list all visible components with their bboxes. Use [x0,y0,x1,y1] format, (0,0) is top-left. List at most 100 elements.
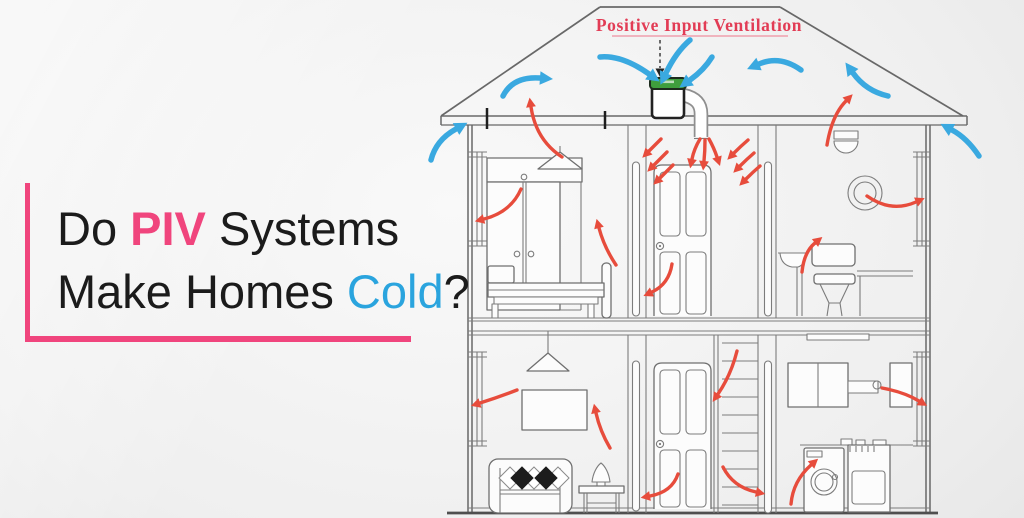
circulation-arrow-icon [789,463,813,506]
hanger-icon [537,151,583,170]
circulation-arrowhead-icon [842,94,853,105]
circulation-arrowhead-icon [914,197,925,207]
circulation-arrowhead-icon [640,491,651,501]
circulation-arrow-icon [721,465,758,494]
circulation-arrow-icon [478,388,519,405]
intake-arrowhead-icon [539,71,553,85]
circulation-arrowhead-icon [647,161,658,172]
bedroom [486,146,612,319]
circulation-arrowhead-icon [811,236,823,247]
intake-arrowhead-icon [845,62,859,77]
circulation-arrowhead-icon [727,149,738,160]
door-upper [653,164,712,316]
circulation-arrow-icon [800,241,817,274]
circulation-arrow-icon [880,386,921,403]
intake-arrow-icon [500,75,543,99]
window-upper-left [468,151,487,247]
pendant-lamp-icon [526,352,570,372]
banister-post [631,161,641,317]
circulation-arrowhead-icon [733,162,744,173]
piv-unit [649,77,709,140]
ceiling-light-icon [833,130,859,140]
headline-text: Make Homes [57,265,347,318]
wall-picture [521,389,588,431]
washing-machine [803,447,845,513]
intake-arrow-icon [850,70,891,99]
bed [487,262,612,319]
wall-cabinet [889,362,913,408]
banister-post [763,360,773,514]
mirror [847,175,883,211]
headline-text: Systems [205,202,400,255]
circulation-arrowhead-icon [807,458,819,469]
intake-arrowhead-icon [452,122,468,135]
circulation-arrow-icon [658,163,675,180]
circulation-arrowhead-icon [643,287,655,297]
banister-post [631,360,641,512]
circulation-arrow-icon [707,137,719,159]
circulation-arrowhead-icon [594,218,604,230]
cooker-hood [847,380,879,394]
circulation-arrow-icon [690,137,702,161]
circulation-arrow-icon [738,151,756,168]
circulation-arrow-icon [716,349,739,396]
intake-arrow-icon [663,37,693,76]
circulation-arrow-icon [647,137,663,153]
intake-arrow-icon [428,126,459,163]
toilet [811,243,856,317]
bath-ledge [857,270,913,316]
circulation-arrowhead-icon [699,160,709,171]
intake-arrowhead-icon [645,68,660,82]
circulation-arrowhead-icon [754,487,766,497]
circulation-arrowhead-icon [916,396,928,406]
circulation-arrowhead-icon [526,97,536,108]
sofa [488,458,573,514]
intake-arrow-icon [756,57,804,73]
circulation-arrowhead-icon [687,158,697,169]
door-ground [653,362,712,509]
intake-arrowhead-icon [679,74,694,88]
circulation-arrow-icon [482,187,523,221]
intake-arrowhead-icon [659,70,673,85]
house-outline [440,6,968,515]
circulation-arrow-icon [865,194,918,209]
headline-line-1: Do PIV Systems [57,197,411,260]
circulation-arrow-icon [652,150,669,167]
headline-text-cold: Cold [346,265,444,318]
circulation-arrowhead-icon [712,155,722,167]
circulation-arrow-icon [529,105,564,159]
piv-label: Positive Input Ventilation [596,15,802,35]
headline: Do PIV Systems Make Homes Cold? [25,183,470,342]
banister-post [763,161,773,317]
headline-text-piv: PIV [130,202,206,255]
living-room [488,331,625,514]
circulation-arrowhead-icon [470,398,482,408]
intake-arrow-icon [687,54,715,83]
basin [778,252,807,316]
circulation-arrowhead-icon [712,391,723,402]
bathroom [778,130,913,317]
circulation-arrow-icon [648,472,680,498]
intake-arrowhead-icon [747,57,762,71]
circulation-arrow-icon [597,226,618,267]
circulation-arrowhead-icon [739,175,750,186]
headline-text: ? [443,265,470,318]
kitchen-sink-unit [840,438,891,513]
circulation-arrowhead-icon [642,147,653,158]
circulation-arrowhead-icon [591,403,601,415]
circulation-arrow-icon [732,138,750,155]
kitchen [787,333,913,513]
circulation-arrow-icon [825,99,848,147]
intake-arrow-icon [949,127,982,159]
circulation-arrow-icon [594,411,612,450]
door-knob [655,439,665,449]
window-lower-left [468,351,487,447]
headline-text: Do [57,202,131,255]
circulation-arrowhead-icon [474,214,486,224]
circulation-arrowhead-icon [653,174,664,185]
table-lamp-icon [591,462,611,483]
side-table [578,462,625,513]
door-knob [655,241,665,251]
